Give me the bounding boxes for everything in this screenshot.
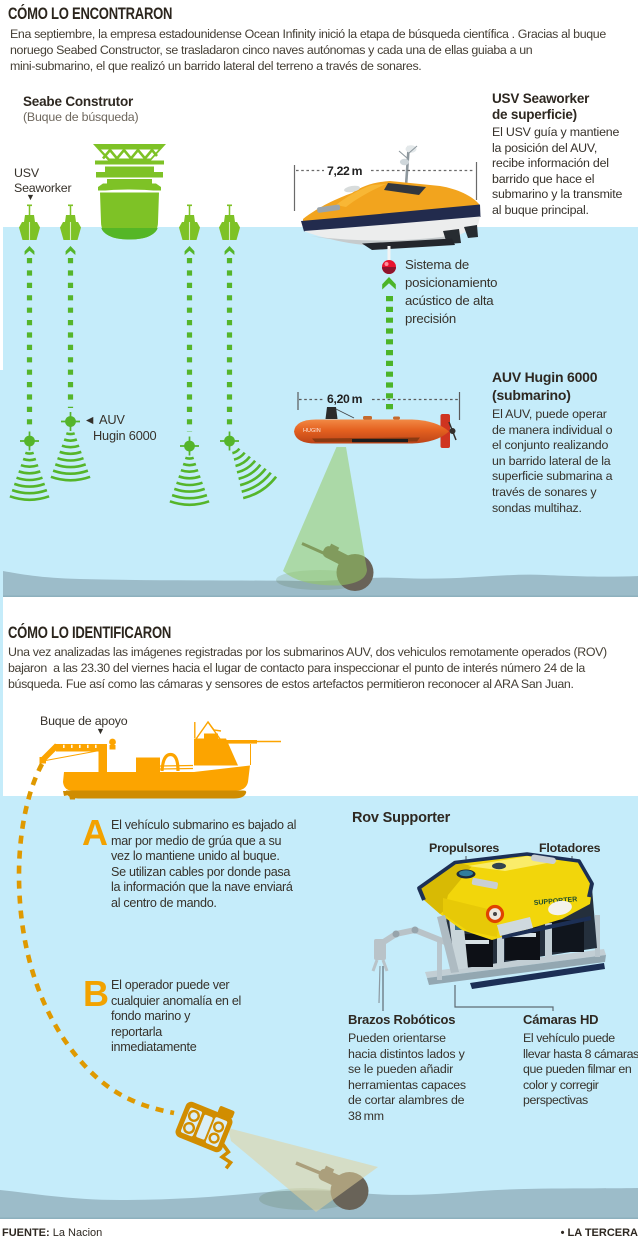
svg-text:SUPPORTER: SUPPORTER [534,896,578,907]
svg-text:HUGIN: HUGIN [303,428,321,434]
